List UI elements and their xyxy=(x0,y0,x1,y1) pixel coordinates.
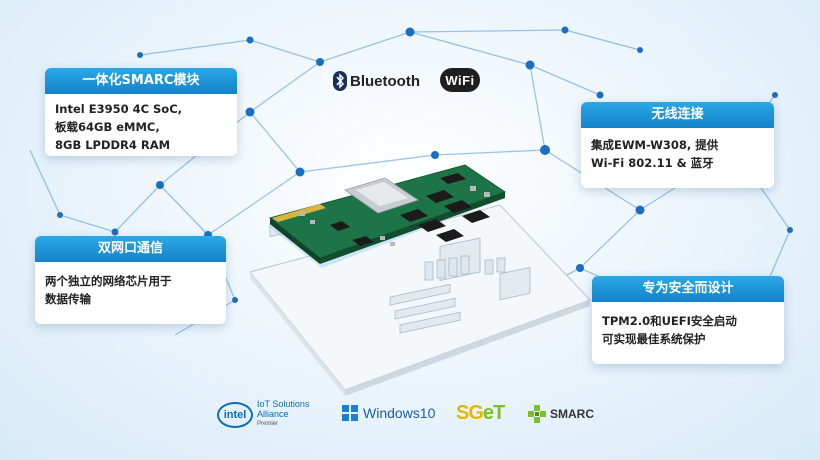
callout-line: 8GB LPDDR4 RAM xyxy=(55,138,171,152)
callout-line: TPM2.0和UEFI安全启动 xyxy=(602,314,737,328)
wifi-label: WiFi xyxy=(445,72,475,88)
bluetooth-logo: Bluetooth xyxy=(333,69,420,93)
callout-dual-lan: 双网口通信 两个独立的网络芯片用于 数据传输 xyxy=(35,236,226,324)
windows10-logo: Windows10 xyxy=(342,405,435,421)
callout-body: 两个独立的网络芯片用于 数据传输 xyxy=(35,262,226,314)
callout-line: 集成EWM-W308, 提供 xyxy=(591,138,719,152)
callout-body: 集成EWM-W308, 提供 Wi-Fi 802.11 & 蓝牙 xyxy=(581,128,774,178)
windows-icon xyxy=(342,405,358,421)
callout-title: 专为安全而设计 xyxy=(592,276,784,302)
network-nodes xyxy=(57,26,793,315)
iot-line-3: Premier xyxy=(257,421,279,427)
iot-line-1: IoT Solutions xyxy=(257,399,310,409)
intel-logo: intel xyxy=(217,402,253,428)
callout-line: 数据传输 xyxy=(45,292,91,306)
intel-label: intel xyxy=(223,409,247,421)
callout-wireless: 无线连接 集成EWM-W308, 提供 Wi-Fi 802.11 & 蓝牙 xyxy=(581,102,774,188)
smarc-module xyxy=(268,164,507,264)
callout-smarc: 一体化SMARC模块 Intel E3950 4C SoC, 板载64GB eM… xyxy=(45,68,237,156)
wifi-logo: WiFi xyxy=(440,68,480,92)
callout-line: 板载64GB eMMC, xyxy=(55,120,160,134)
callout-title: 一体化SMARC模块 xyxy=(45,68,237,94)
bluetooth-icon xyxy=(333,71,347,91)
callout-security: 专为安全而设计 TPM2.0和UEFI安全启动 可实现最佳系统保护 xyxy=(592,276,784,364)
smarc-label: SMARC xyxy=(550,407,594,421)
callout-line: Wi-Fi 802.11 & 蓝牙 xyxy=(591,156,714,170)
callout-body: TPM2.0和UEFI安全启动 可实现最佳系统保护 xyxy=(592,302,784,354)
partner-logos: intel IoT Solutions Alliance Premier Win… xyxy=(0,395,820,435)
iot-alliance-text: IoT Solutions Alliance Premier xyxy=(257,399,309,429)
callout-line: Intel E3950 4C SoC, xyxy=(55,102,183,116)
windows-label: Windows10 xyxy=(363,405,436,421)
sget-logo: SGeT xyxy=(456,402,505,424)
bluetooth-label: Bluetooth xyxy=(350,72,420,90)
smarc-icon xyxy=(528,405,546,423)
callout-title: 双网口通信 xyxy=(35,236,226,262)
callout-line: 可实现最佳系统保护 xyxy=(602,332,706,346)
callout-body: Intel E3950 4C SoC, 板载64GB eMMC, 8GB LPD… xyxy=(45,94,237,156)
callout-title: 无线连接 xyxy=(581,102,774,128)
smarc-logo: SMARC xyxy=(528,405,594,423)
iot-line-2: Alliance xyxy=(257,409,289,419)
callout-line: 两个独立的网络芯片用于 xyxy=(45,274,172,288)
